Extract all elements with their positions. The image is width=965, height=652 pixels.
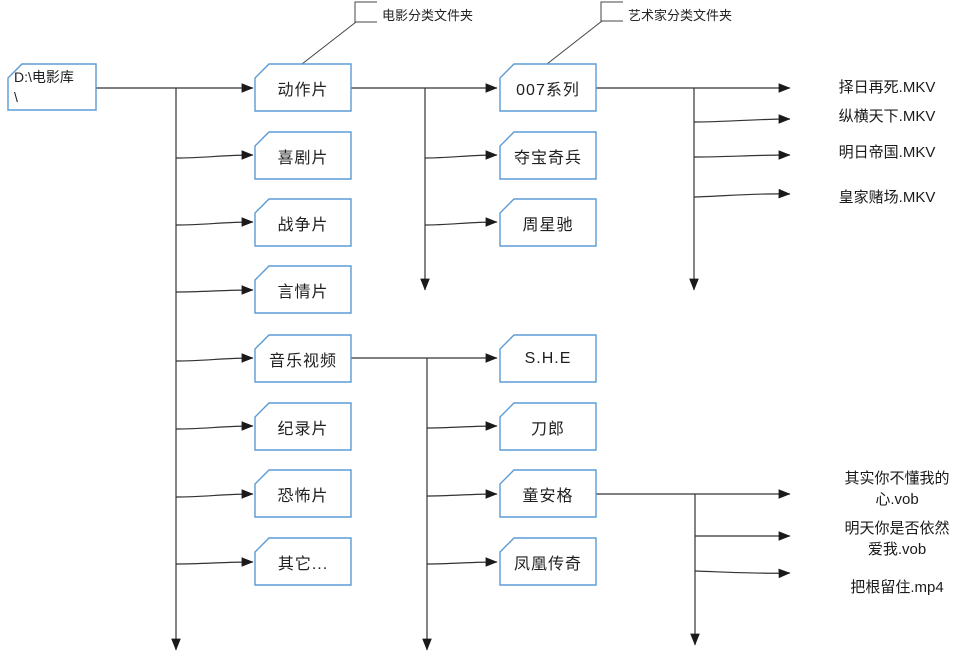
file-label: 皇家赌场.MKV [838, 189, 936, 206]
folder-shape [254, 131, 352, 180]
callout-bracket-icon [354, 1, 377, 23]
callout-leader-line [546, 20, 603, 65]
branch [175, 217, 254, 227]
folder-shape [499, 469, 597, 518]
file-label: 把根留住.mp4 [850, 579, 944, 596]
branch [424, 217, 498, 227]
callout-bracket-icon [600, 1, 623, 22]
folder-shape [254, 334, 352, 383]
folder-shape [499, 198, 597, 247]
root-folder-path-line2: \ [14, 89, 18, 105]
folder-shape [254, 265, 352, 314]
branch [694, 568, 791, 579]
branch [693, 114, 791, 124]
root-folder-node: D:\电影库 \ [8, 64, 96, 110]
folder-shape [254, 63, 352, 112]
branch [693, 188, 791, 199]
callout-artist-category: 艺术家分类文件夹 [628, 8, 733, 23]
branch [426, 557, 498, 567]
callout-leader-line [301, 21, 357, 65]
folder-shape [499, 402, 597, 451]
branch [175, 353, 254, 363]
folder-shape [499, 537, 597, 586]
branch [426, 489, 498, 499]
folder-shape [499, 334, 597, 383]
folder-shape [499, 131, 597, 180]
file-label: 择日再死.MKV [838, 79, 936, 96]
folder-shape [254, 402, 352, 451]
branch [175, 421, 254, 431]
folder-shape [254, 469, 352, 518]
folder-shape [7, 63, 97, 111]
file-label: 纵横天下.MKV [838, 108, 936, 125]
branch [175, 150, 254, 160]
branch [424, 150, 498, 160]
folder-shape [254, 537, 352, 586]
branch [693, 150, 791, 160]
file-label: 明日帝国.MKV [838, 144, 936, 161]
branch [175, 557, 254, 567]
branch [175, 489, 254, 499]
file-label: 明天你是否依然爱我.vob [844, 520, 950, 558]
root-folder-path-line1: D:\电影库 [14, 69, 74, 85]
folder-shape [254, 198, 352, 247]
branch [426, 421, 498, 431]
folder-shape [499, 63, 597, 112]
callout-movie-category: 电影分类文件夹 [382, 8, 474, 23]
file-label: 其实你不懂我的心.vob [844, 470, 950, 508]
branch [175, 285, 254, 295]
